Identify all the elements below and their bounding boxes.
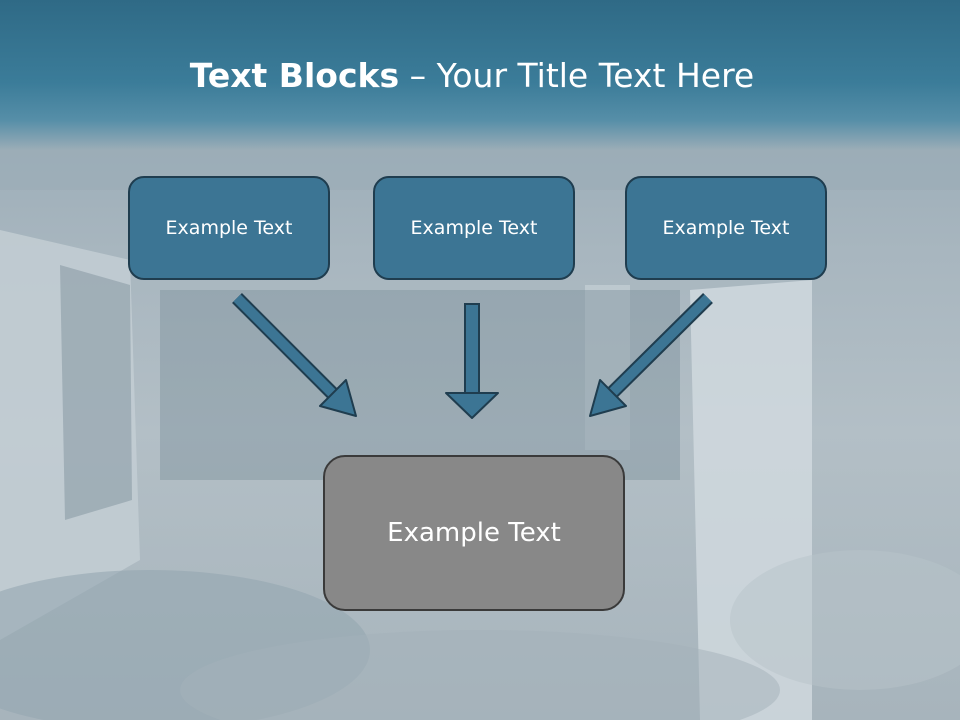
title-bar: [0, 0, 960, 150]
arrow-down-left-icon: [589, 293, 713, 417]
title-separator: –: [399, 56, 437, 95]
text-block-3[interactable]: Example Text: [625, 176, 827, 280]
text-block-3-label: Example Text: [662, 217, 790, 239]
text-block-1-label: Example Text: [165, 217, 293, 239]
title-rest: Your Title Text Here: [436, 56, 755, 95]
text-block-2-label: Example Text: [410, 217, 538, 239]
text-block-1[interactable]: Example Text: [128, 176, 330, 280]
text-block-target[interactable]: Example Text: [323, 455, 625, 611]
arrow-down-right-icon: [232, 293, 357, 417]
text-block-target-label: Example Text: [387, 518, 561, 548]
text-block-2[interactable]: Example Text: [373, 176, 575, 280]
slide-title[interactable]: Text Blocks – Your Title Text Here: [0, 54, 944, 98]
title-bold-part: Text Blocks: [189, 56, 400, 95]
arrow-down-icon: [445, 303, 499, 419]
